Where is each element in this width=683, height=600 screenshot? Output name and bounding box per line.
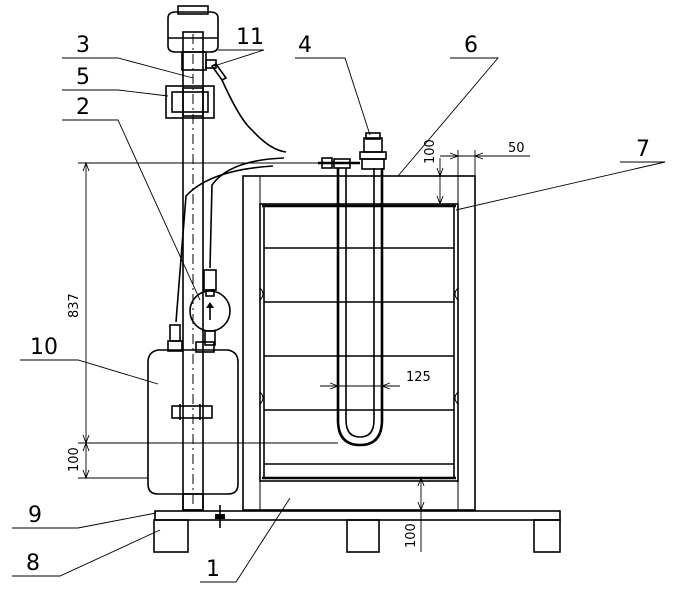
label-7: 7 <box>636 137 650 162</box>
dim-50: 50 <box>508 141 525 156</box>
dim-125: 125 <box>406 370 431 385</box>
label-9: 9 <box>28 503 42 528</box>
dimension-lines <box>78 150 530 552</box>
label-10: 10 <box>30 335 58 360</box>
dim-100-left: 100 <box>67 447 82 472</box>
label-2: 2 <box>76 95 90 120</box>
label-8: 8 <box>26 551 40 576</box>
label-6: 6 <box>464 33 478 58</box>
dim-100-top: 100 <box>423 139 438 164</box>
tank <box>147 324 239 511</box>
item-labels: 3 5 2 4 6 11 7 10 9 8 1 <box>26 25 650 582</box>
label-5: 5 <box>76 65 90 90</box>
label-4: 4 <box>298 33 312 58</box>
label-11: 11 <box>236 25 264 50</box>
wooden-supports <box>153 519 561 553</box>
u-tube <box>336 168 384 447</box>
column <box>182 31 204 511</box>
label-3: 3 <box>76 33 90 58</box>
gauge <box>189 269 231 346</box>
clamp <box>165 85 215 119</box>
base-bolt <box>215 505 225 528</box>
label-1: 1 <box>206 557 220 582</box>
leader-lines <box>12 49 666 583</box>
dimension-labels: 837 100 100 50 125 100 <box>67 139 525 548</box>
dim-837: 837 <box>67 293 82 318</box>
hoses <box>175 79 287 323</box>
valve-assembly <box>318 132 387 170</box>
insulated-box <box>242 175 476 511</box>
top-reservoir <box>167 5 228 82</box>
dim-100-bottom: 100 <box>404 523 419 548</box>
